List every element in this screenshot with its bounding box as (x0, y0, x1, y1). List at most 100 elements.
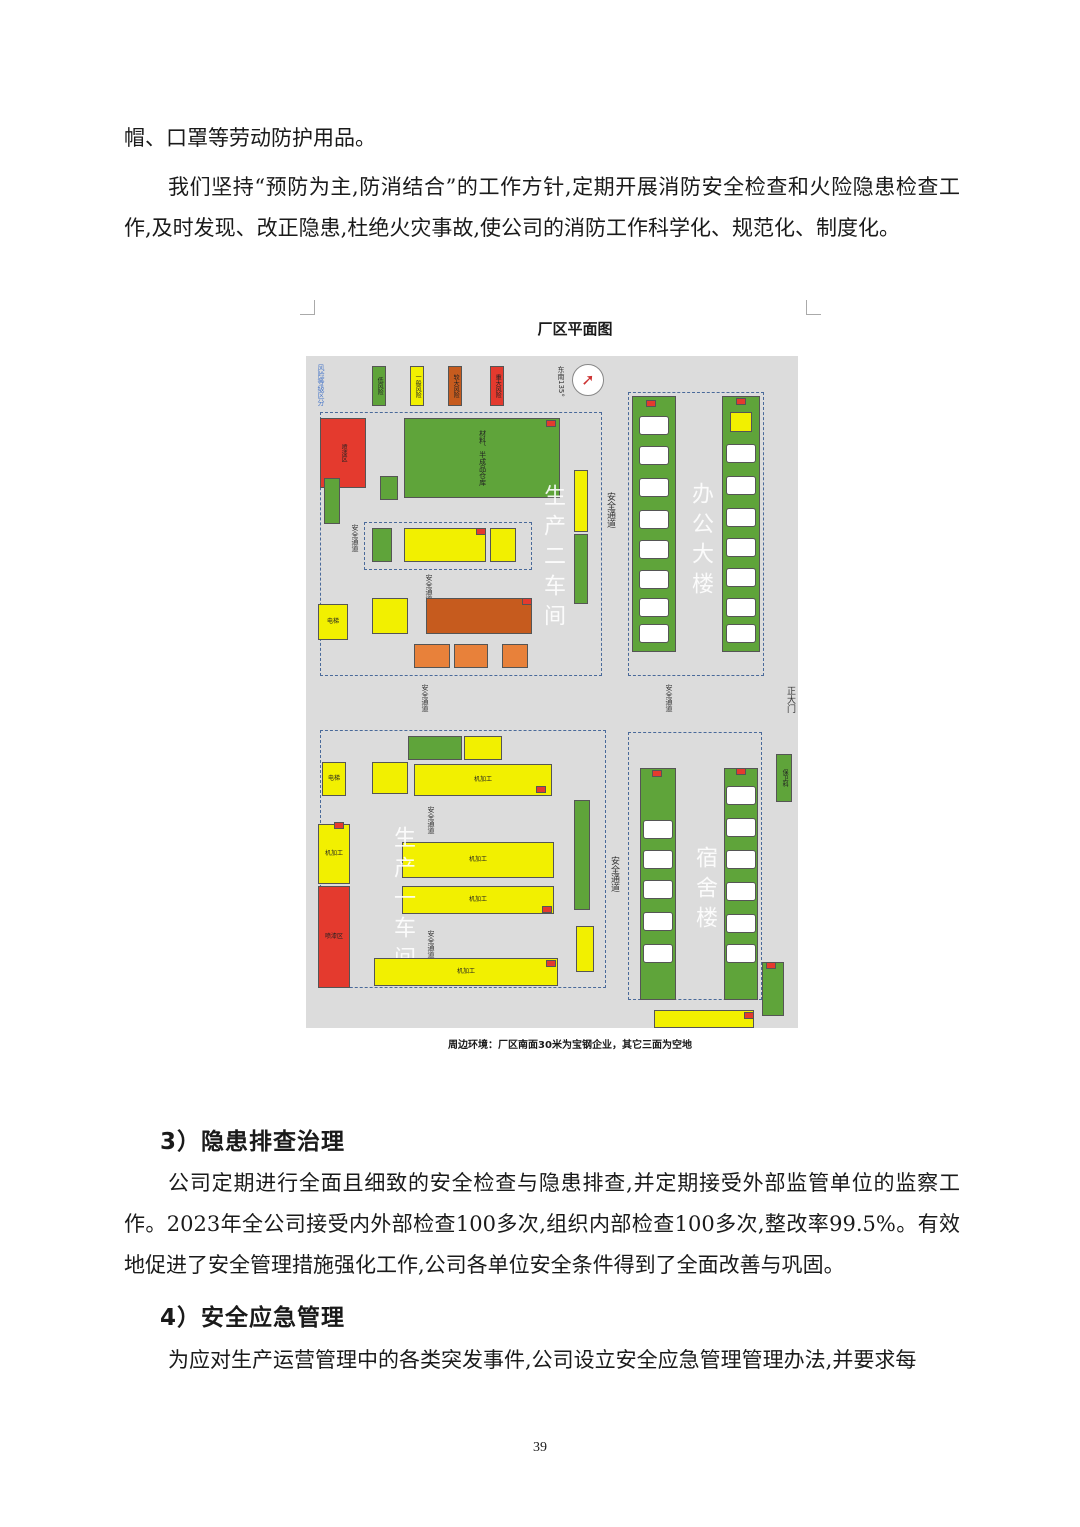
dorm-room (643, 880, 673, 899)
dorm-room (643, 850, 673, 869)
office-room (639, 510, 669, 529)
spray-area-north: 喷漆区 (320, 418, 366, 488)
office-room (639, 540, 669, 559)
road-label: 安全通道 (605, 492, 615, 528)
office-room (639, 598, 669, 617)
dorm-room (643, 944, 673, 963)
workshop1-label: 生产一车间 (390, 826, 415, 976)
crop-mark (300, 300, 315, 315)
legend-higher: 较大风险 (448, 366, 462, 406)
road-label: 安全通道 (427, 930, 435, 958)
office-room (639, 446, 669, 465)
higher-risk-block (414, 644, 450, 668)
office-room (726, 598, 756, 617)
machining-south: 机加工 (374, 958, 558, 986)
office-room (726, 538, 756, 557)
spray-area-south: 喷漆区 (318, 886, 350, 988)
office-room (726, 568, 756, 587)
compass-label: 东南135° (557, 366, 565, 397)
storage-block (372, 528, 392, 562)
hazard-block (372, 762, 408, 794)
storage-block (574, 534, 588, 604)
dorm-room (726, 944, 756, 963)
office-room (639, 624, 669, 643)
machining-mid: 机加工 (402, 842, 554, 878)
dorm-label: 宿舍楼 (692, 846, 717, 936)
workshop2-zone (320, 412, 602, 676)
hazard-block (372, 598, 408, 634)
machining-west: 机加工 (318, 824, 350, 884)
office-room (639, 570, 669, 589)
office-label: 办公大楼 (688, 482, 713, 602)
higher-risk-block (454, 644, 488, 668)
page-number: 39 (533, 1440, 547, 1455)
risk-flag (522, 598, 532, 605)
higher-risk-block (502, 644, 528, 668)
office-room (726, 444, 756, 463)
risk-flag (542, 906, 552, 913)
paragraph-2: 我们坚持“预防为主,防消结合”的工作方针,定期开展消防安全检查和火险隐患检查工作… (124, 175, 960, 240)
risk-flag (476, 528, 486, 535)
legend-major: 重大风险 (490, 366, 504, 406)
figure-caption: 周边环境：厂区南面30米为宝钢企业，其它三面为空地 (448, 1040, 692, 1051)
main-gate-label: 正大门 (785, 686, 795, 713)
office-room (726, 624, 756, 643)
risk-flag (652, 770, 662, 777)
office-room (639, 416, 669, 435)
office-room (726, 476, 756, 495)
machining-north: 机加工 (414, 764, 552, 796)
dorm-room (643, 912, 673, 931)
dorm-zone (628, 732, 762, 1000)
paragraph-4: 为应对生产运营管理中的各类突发事件,公司设立安全应急管理管理办法,并要求每 (168, 1348, 917, 1372)
legend-low: 低风险 (372, 366, 386, 406)
risk-flag (546, 960, 556, 967)
elevator-south: 电梯 (322, 762, 346, 796)
paragraph-1: 帽、口罩等劳动防护用品。 (124, 126, 376, 150)
elevator-office (730, 412, 752, 432)
workshop2-inner (364, 522, 532, 570)
workshop2-label: 生产二车间 (540, 484, 565, 634)
risk-flag (744, 1012, 754, 1019)
storage-block (324, 478, 340, 524)
dorm-room (726, 850, 756, 869)
risk-flag (736, 398, 746, 405)
dorm-room (726, 818, 756, 837)
storage-block (574, 800, 590, 910)
elevator-north: 电梯 (318, 604, 348, 640)
dorm-room (726, 786, 756, 805)
guard-office: 保卫科 (776, 754, 792, 802)
dorm-room (726, 882, 756, 901)
storage-block (380, 476, 398, 500)
road-label: 安全通道 (425, 574, 433, 602)
materials-warehouse: 材料、半成品仓库 (404, 418, 560, 498)
risk-flag (546, 420, 556, 427)
road-label: 安全通道 (609, 856, 619, 892)
hazard-block (464, 736, 502, 760)
legend-title: 风险等级区分 (317, 364, 325, 406)
machining-mid2: 机加工 (402, 886, 554, 914)
risk-flag (736, 768, 746, 775)
road-label: 安全通道 (421, 684, 429, 712)
road-label: 安全通道 (351, 524, 359, 552)
storage-block (408, 736, 462, 760)
section-heading-3: 3）隐患排查治理 (160, 1129, 346, 1155)
hazard-block (574, 470, 588, 532)
dorm-room (726, 914, 756, 933)
section-heading-4: 4）安全应急管理 (160, 1305, 346, 1331)
storage-block (762, 962, 784, 1016)
risk-flag (334, 822, 344, 829)
office-room (726, 508, 756, 527)
hazard-block (404, 528, 486, 562)
risk-flag (646, 400, 656, 407)
legend-general: 一般风险 (410, 366, 424, 406)
risk-flag (766, 962, 776, 969)
risk-flag (536, 786, 546, 793)
factory-site-plan: 风险等级区分 低风险 一般风险 较大风险 重大风险 东南135° ➚ 喷漆区 材… (306, 356, 798, 1028)
crop-mark (806, 300, 821, 315)
paragraph-3: 公司定期进行全面且细致的安全检查与隐患排查,并定期接受外部监管单位的监察工作。2… (124, 1171, 960, 1277)
road-label: 安全通道 (665, 684, 673, 712)
compass-icon: ➚ (572, 364, 604, 396)
hazard-block (654, 1010, 754, 1028)
higher-risk-block (426, 598, 532, 634)
figure-title: 厂区平面图 (537, 320, 613, 338)
